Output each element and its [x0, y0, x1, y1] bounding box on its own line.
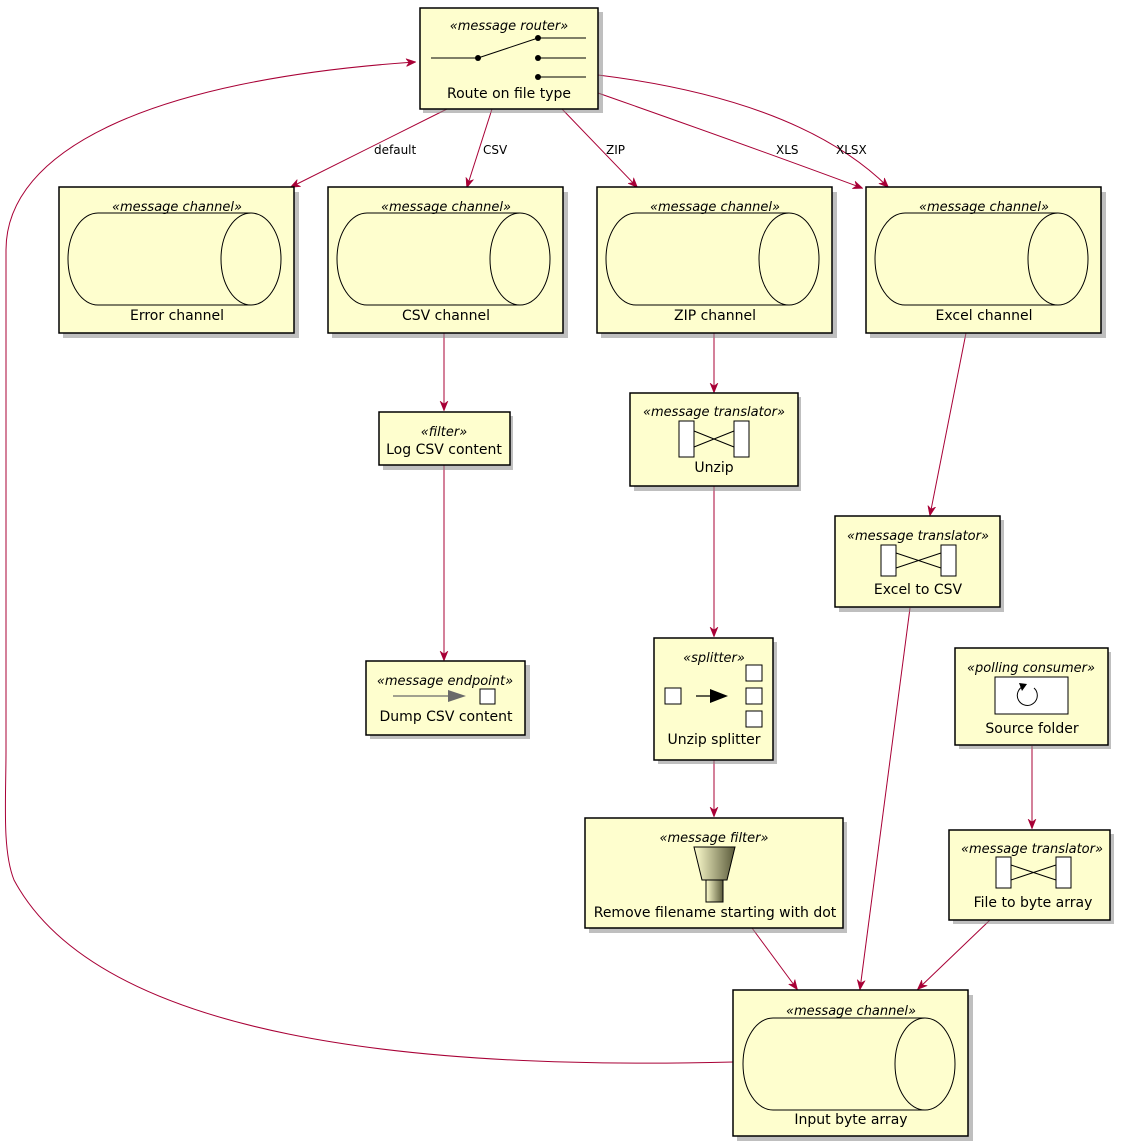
edge-label-csv: CSV [483, 143, 508, 157]
edge-filter-to-input [751, 927, 797, 989]
stereotype-log-csv: «filter» [421, 425, 468, 440]
edge-router-to-excel-xls [597, 92, 862, 188]
polling-icon [994, 676, 1069, 715]
cylinder-icon [67, 212, 282, 306]
label-file-to-bytes: File to byte array [974, 895, 1093, 911]
label-router: Route on file type [447, 86, 571, 102]
edge-labels: default CSV ZIP XLS XLSX [374, 143, 867, 157]
node-input-bytes: «message channel» Input byte array [732, 989, 973, 1141]
stereotype-file-to-bytes: «message translator» [961, 842, 1103, 857]
endpoint-icon [393, 688, 496, 705]
stereotype-remove-dot: «message filter» [659, 831, 768, 846]
label-input-bytes: Input byte array [794, 1112, 907, 1128]
edge-excel-translator-to-input [860, 607, 911, 989]
label-excel-channel: Excel channel [936, 308, 1033, 324]
cylinder-icon [874, 212, 1089, 306]
edge-router-to-csv [467, 108, 493, 187]
node-excel-to-csv: «message translator» Excel to CSV [834, 515, 1004, 612]
edge-label-xls: XLS [776, 143, 799, 157]
stereotype-unzip: «message translator» [643, 405, 785, 420]
edge-router-to-excel-xlsx [597, 74, 888, 187]
node-file-to-bytes: «message translator» File to byte array [948, 829, 1114, 924]
stereotype-input-bytes: «message channel» [786, 1004, 916, 1019]
label-zip-channel: ZIP channel [674, 308, 756, 324]
stereotype-excel-channel: «message channel» [919, 200, 1049, 215]
node-dump-csv: «message endpoint» Dump CSV content [365, 660, 530, 739]
splitter-icon [664, 664, 763, 728]
router-switch-icon [431, 35, 586, 80]
stereotype-csv-channel: «message channel» [381, 200, 511, 215]
stereotype-excel-to-csv: «message translator» [847, 529, 989, 544]
label-remove-dot: Remove filename starting with dot [594, 905, 837, 921]
node-source-folder: «polling consumer» Source folder [954, 647, 1111, 749]
node-unzip: «message translator» Unzip [629, 392, 801, 491]
stereotype-source-folder: «polling consumer» [967, 661, 1095, 676]
node-error-channel: «message channel» Error channel [58, 186, 299, 338]
edge-label-zip: ZIP [606, 143, 625, 157]
cylinder-icon [605, 212, 820, 306]
label-unzip-splitter: Unzip splitter [667, 732, 760, 748]
stereotype-zip-channel: «message channel» [650, 200, 780, 215]
node-unzip-splitter: «splitter» Unzip splitter [653, 637, 777, 764]
node-csv-channel: «message channel» CSV channel [327, 186, 568, 338]
edge-label-xlsx: XLSX [836, 143, 867, 157]
node-router: «message router» Route on file type [419, 7, 603, 113]
stereotype-dump-csv: «message endpoint» [377, 674, 513, 689]
label-log-csv: Log CSV content [386, 442, 502, 458]
label-dump-csv: Dump CSV content [380, 709, 513, 725]
cylinder-icon [336, 212, 551, 306]
label-unzip: Unzip [694, 460, 733, 476]
label-excel-to-csv: Excel to CSV [874, 582, 963, 598]
edge-input-back-to-router [4, 62, 734, 1064]
edge-router-to-error [291, 108, 448, 187]
stereotype-error-channel: «message channel» [112, 200, 242, 215]
edge-router-to-zip [561, 108, 637, 187]
node-remove-dot: «message filter» Remove filename startin… [584, 817, 847, 933]
filter-funnel-icon [693, 846, 736, 903]
translator-icon [678, 420, 750, 458]
translator-icon [880, 544, 957, 577]
edge-excel-to-translator [930, 332, 967, 515]
label-csv-channel: CSV channel [402, 308, 490, 324]
stereotype-unzip-splitter: «splitter» [683, 651, 745, 666]
label-error-channel: Error channel [130, 308, 224, 324]
edges [4, 62, 1032, 1064]
cylinder-icon [742, 1017, 956, 1111]
edge-file-translator-to-input [918, 919, 991, 989]
edge-label-default: default [374, 143, 417, 157]
stereotype-router: «message router» [450, 19, 569, 34]
translator-icon [995, 856, 1072, 889]
label-source-folder: Source folder [985, 721, 1078, 737]
node-excel-channel: «message channel» Excel channel [865, 186, 1106, 338]
node-log-csv: «filter» Log CSV content [378, 411, 513, 470]
node-zip-channel: «message channel» ZIP channel [596, 186, 837, 338]
